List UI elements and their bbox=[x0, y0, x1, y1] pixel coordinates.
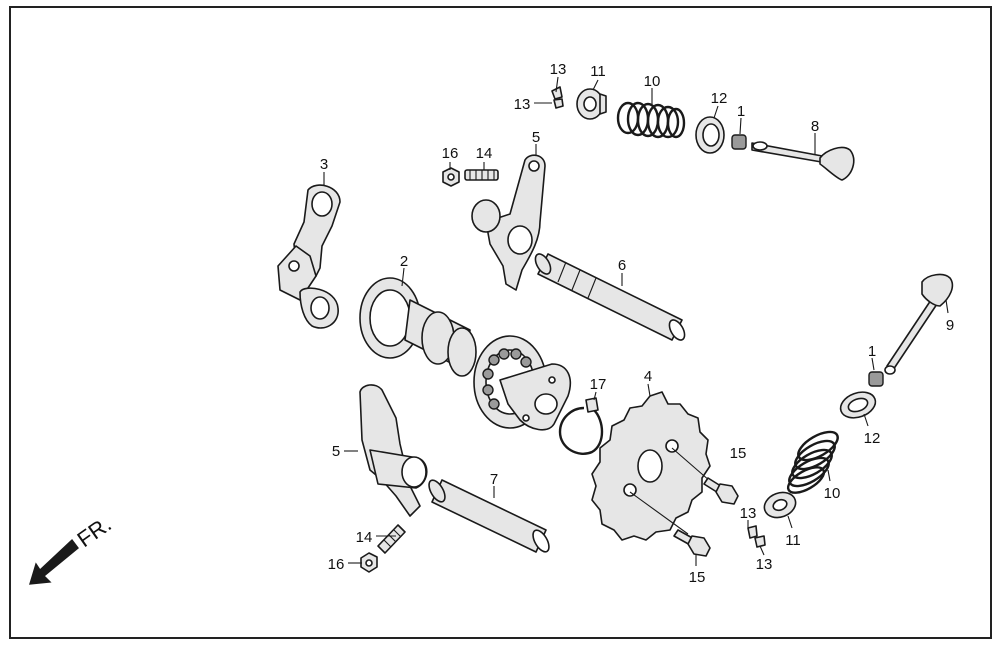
valve-spring-10-lower bbox=[786, 430, 839, 494]
circlip-17 bbox=[558, 397, 604, 455]
locknut-16-upper bbox=[442, 167, 460, 187]
callout-12: 12 bbox=[711, 90, 728, 107]
callout-10: 10 bbox=[644, 73, 661, 90]
callout-17: 17 bbox=[590, 376, 607, 393]
valve-9 bbox=[884, 273, 954, 375]
rocker-shaft-7 bbox=[428, 479, 550, 553]
sprocket-bolt-15-lower bbox=[629, 491, 711, 557]
callout-1: 1 bbox=[868, 343, 876, 360]
bracket-3 bbox=[277, 184, 341, 329]
sprocket-bolt-15-upper bbox=[671, 447, 739, 505]
adjuster-screw-14-upper bbox=[464, 169, 499, 181]
valve-spring-10-upper bbox=[616, 101, 686, 139]
spring-seat-12-lower bbox=[839, 391, 877, 419]
callout-16: 16 bbox=[442, 145, 459, 162]
camshaft-2 bbox=[359, 277, 572, 431]
locknut-16-lower bbox=[360, 552, 378, 573]
rocker-arm-5-upper bbox=[471, 154, 546, 291]
stem-seal-1-upper bbox=[731, 134, 747, 150]
callout-11: 11 bbox=[590, 63, 606, 80]
callout-7: 7 bbox=[490, 471, 498, 488]
cotter-13-upper bbox=[551, 86, 564, 109]
callout-13: 13 bbox=[550, 61, 567, 78]
callout-12: 12 bbox=[864, 430, 881, 447]
callout-16: 16 bbox=[328, 556, 345, 573]
spring-retainer-11-upper bbox=[576, 88, 607, 120]
callout-3: 3 bbox=[320, 156, 328, 173]
callout-13: 13 bbox=[740, 505, 757, 522]
callout-15: 15 bbox=[730, 445, 747, 462]
callout-13: 13 bbox=[514, 96, 531, 113]
callout-2: 2 bbox=[400, 253, 408, 270]
callout-15: 15 bbox=[689, 569, 706, 586]
callout-5: 5 bbox=[332, 443, 340, 460]
callout-5: 5 bbox=[532, 129, 540, 146]
callout-14: 14 bbox=[356, 529, 373, 546]
callout-9: 9 bbox=[946, 317, 954, 334]
spring-retainer-11-lower bbox=[763, 491, 797, 519]
front-direction-arrow: FR. bbox=[29, 511, 116, 585]
cotter-13-lower bbox=[747, 525, 766, 548]
diagram-frame bbox=[9, 6, 992, 639]
spring-seat-12-upper bbox=[695, 116, 725, 154]
stem-seal-1-lower bbox=[868, 371, 884, 387]
cam-sprocket-4 bbox=[591, 391, 711, 541]
callout-10: 10 bbox=[824, 485, 841, 502]
callout-8: 8 bbox=[811, 118, 819, 135]
callout-13: 13 bbox=[756, 556, 773, 573]
callout-11: 11 bbox=[785, 532, 801, 549]
callout-1: 1 bbox=[737, 103, 745, 120]
leader-lines bbox=[323, 76, 949, 566]
callout-labels: 13 13 11 10 12 1 8 16 14 5 3 2 6 9 1 17 … bbox=[320, 61, 954, 586]
rocker-shaft-6 bbox=[534, 253, 686, 341]
callout-14: 14 bbox=[476, 145, 493, 162]
adjuster-screw-14-lower bbox=[377, 524, 406, 554]
valve-8 bbox=[751, 141, 855, 181]
callout-4: 4 bbox=[644, 368, 652, 385]
callout-6: 6 bbox=[618, 257, 626, 274]
rocker-arm-5-lower bbox=[359, 384, 428, 517]
front-direction-label: FR. bbox=[73, 511, 116, 552]
